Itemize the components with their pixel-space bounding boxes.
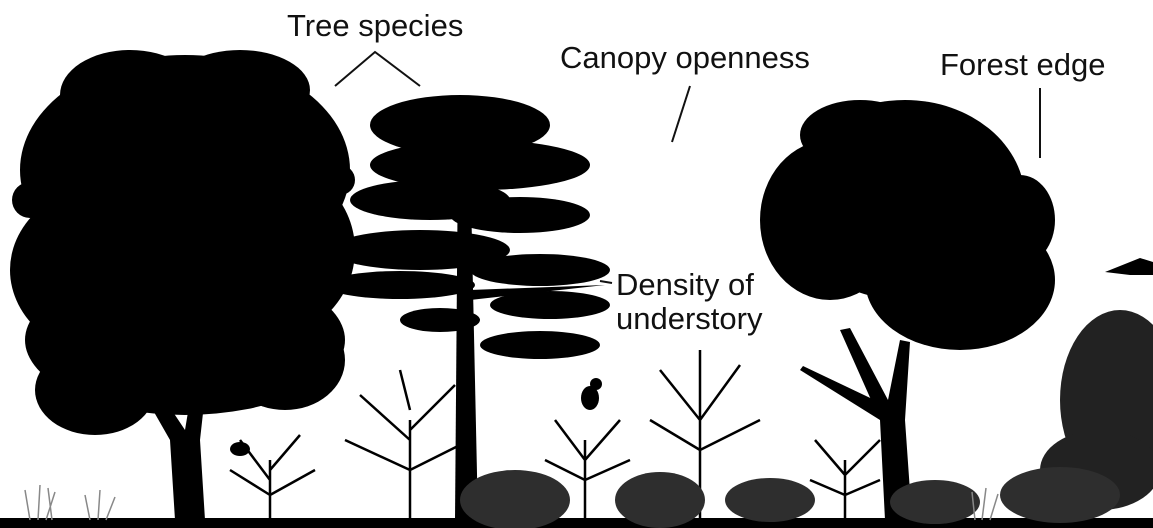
tree-species-pointer [335,52,420,86]
label-canopy-openness: Canopy openness [560,41,810,75]
broadleaf-tree-right [760,100,1055,520]
ground-strip [0,518,1153,528]
label-density-line1: Density of [616,268,762,302]
density-pointer [600,281,612,283]
label-forest-edge: Forest edge [940,48,1105,82]
pine-tree [325,95,610,520]
bird-icon [230,442,250,456]
label-density-line2: understory [616,302,762,336]
broadleaf-tree-left [10,50,355,520]
label-density-of-understory: Density of understory [616,268,762,336]
canopy-openness-pointer [672,86,690,142]
label-tree-species: Tree species [287,9,463,43]
